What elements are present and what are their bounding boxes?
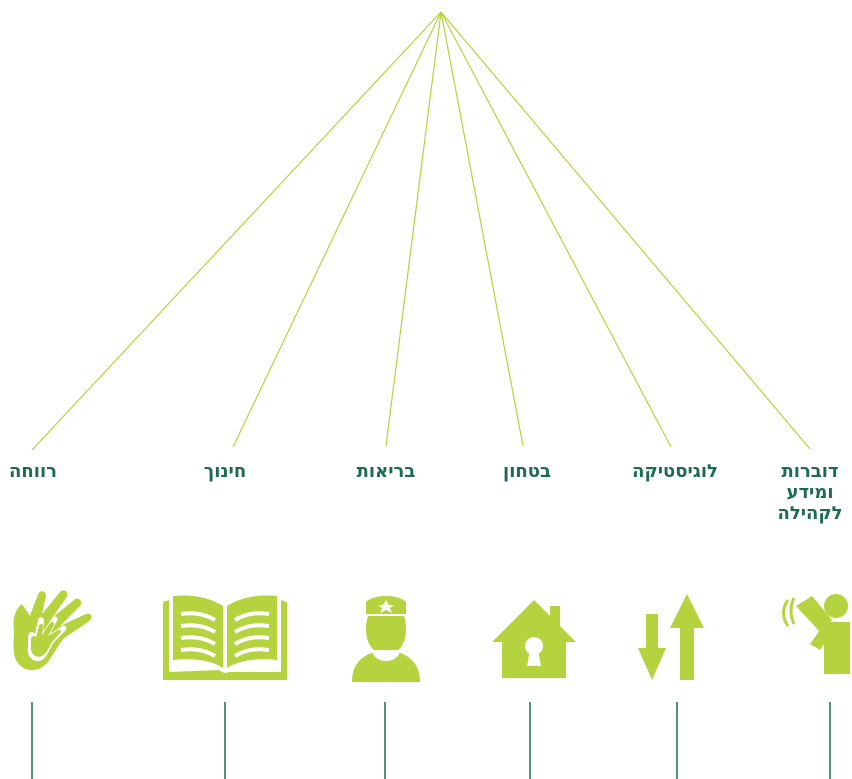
home-lock-icon (492, 600, 576, 678)
branch-label-communication: דוברות ומידע לקהילה (770, 461, 850, 524)
connector-line-welfare (31, 11, 442, 451)
nurse-icon (352, 596, 420, 682)
arrows-up-down-icon (638, 594, 704, 680)
connector-line-communication (440, 11, 811, 450)
branch-label-health: בריאות (356, 461, 416, 482)
connector-lines (31, 11, 811, 451)
branch-label-welfare: רווחה (9, 461, 57, 482)
megaphone-person-icon (782, 594, 850, 674)
connector-line-education (232, 11, 442, 448)
branch-label-communication-line-3: לקהילה (777, 503, 843, 524)
branch-label-communication-line-1: דוברות (781, 461, 839, 482)
connector-line-logistics (440, 11, 672, 448)
connector-line-health (385, 11, 442, 447)
open-book-icon (163, 595, 287, 680)
branch-label-logistics: לוגיסטיקה (632, 461, 718, 482)
hands-icon (13, 590, 92, 671)
branch-label-communication-line-2: ומידע (786, 482, 834, 503)
connector-line-security (440, 11, 524, 447)
branch-label-security: בטחון (503, 461, 551, 482)
stem-lines (31, 702, 831, 779)
branch-label-education: חינוך (203, 461, 247, 482)
